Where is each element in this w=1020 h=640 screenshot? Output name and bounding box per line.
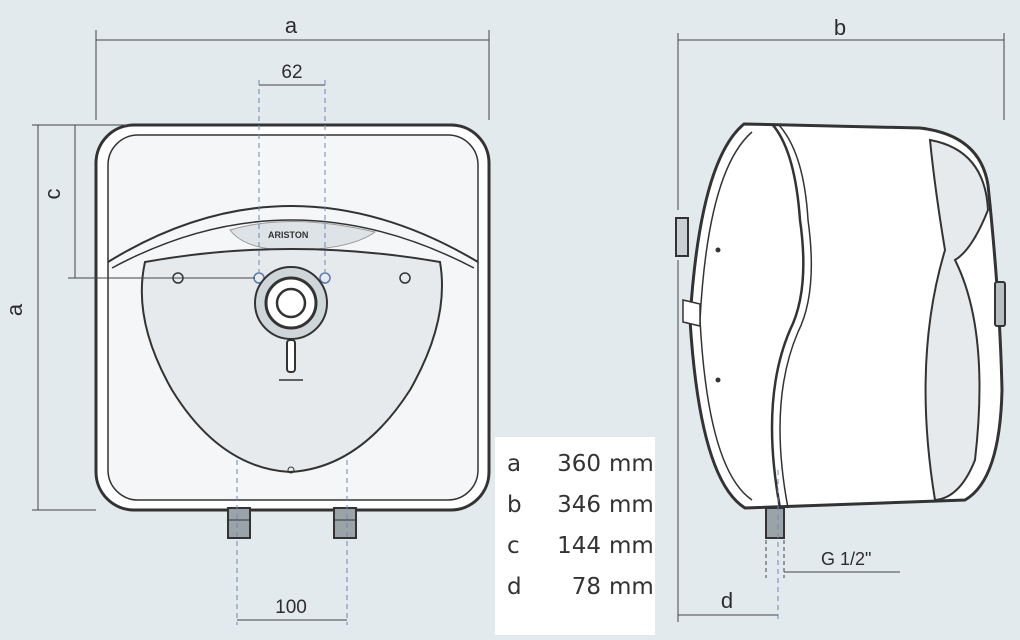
right-pipe-fitting [333, 507, 357, 539]
dimension-label-a-side: a [2, 303, 27, 316]
side-seam-curve [770, 123, 805, 509]
dimension-label-d: d [721, 588, 733, 613]
thread-label: G 1/2" [821, 549, 871, 569]
thermostat-knob-center [275, 287, 307, 319]
legend-key: d [507, 574, 522, 600]
legend-value: 346 [557, 492, 601, 518]
side-screw-top [715, 247, 721, 253]
side-body-outline [688, 122, 1004, 510]
legend-row-b: b 346 mm [507, 492, 655, 533]
side-dimension-lines [677, 33, 1005, 622]
right-pipe-marker [319, 272, 331, 284]
legend-value: 360 [557, 451, 601, 477]
legend-unit: mm [609, 533, 654, 559]
front-arch-outer [107, 205, 479, 263]
legend-key: a [507, 451, 522, 477]
dimension-label-b: b [834, 15, 846, 40]
legend-unit: mm [609, 492, 654, 518]
dimension-label-100: 100 [275, 597, 307, 618]
front-dimension-lines [32, 30, 490, 625]
front-view [94, 123, 491, 539]
side-front-cover [924, 138, 990, 502]
legend-unit: mm [609, 574, 654, 600]
side-knob-profile [994, 281, 1006, 327]
legend-value: 78 [571, 574, 601, 600]
legend-row-c: c 144 mm [507, 533, 655, 574]
legend-key: b [507, 492, 522, 518]
brand-plate [229, 220, 377, 251]
legend-row-d: d 78 mm [507, 574, 655, 615]
legend-key: c [507, 533, 520, 559]
dimension-label-a-top: a [285, 13, 298, 38]
legend-value: 144 [557, 533, 601, 559]
wall-bracket [675, 217, 689, 257]
side-pipe-fitting [765, 507, 785, 539]
legend-unit: mm [609, 451, 654, 477]
front-arch-inner [111, 219, 475, 269]
dimension-label-62: 62 [281, 62, 302, 83]
legend-row-a: a 360 mm [507, 451, 655, 492]
bottom-vent-hole [287, 466, 295, 474]
side-seam-curve-inner [777, 123, 813, 509]
left-pipe-fitting [227, 507, 251, 539]
right-screw-hole [399, 272, 411, 284]
indicator-lamp [286, 339, 296, 373]
side-view [675, 122, 1006, 539]
dimension-legend: a 360 mm b 346 mm c 144 mm d 78 mm [495, 437, 655, 635]
brand-logo-text: ARISTON [268, 230, 308, 240]
wall-bracket-lower [682, 299, 701, 327]
dimension-label-c: c [40, 189, 65, 200]
side-screw-bottom [715, 377, 721, 383]
